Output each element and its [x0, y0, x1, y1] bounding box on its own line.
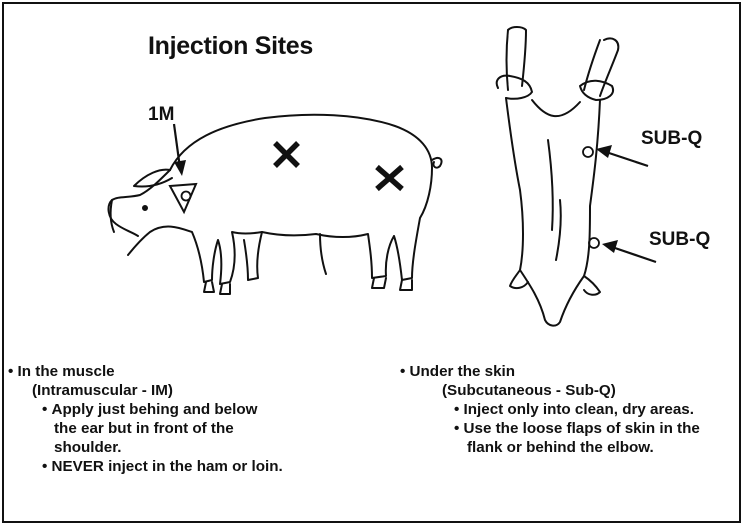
im-bullet-1-line-2: the ear but in front of the: [8, 419, 283, 438]
im-heading: In the muscle: [8, 362, 283, 381]
subq-site-marker-lower: [589, 238, 599, 248]
belly-view-illustration: [497, 27, 619, 326]
subq-bullet-2-line-1: Use the loose flaps of skin in the: [400, 419, 700, 438]
subq-arrow-head-lower: [602, 240, 618, 253]
im-subheading: (Intramuscular - IM): [8, 381, 283, 400]
subcutaneous-notes: Under the skin (Subcutaneous - Sub-Q) In…: [400, 362, 700, 457]
im-bullet-1-line-3: shoulder.: [8, 438, 283, 457]
intramuscular-notes: In the muscle (Intramuscular - IM) Apply…: [8, 362, 283, 476]
subq-label-upper: SUB-Q: [641, 128, 702, 150]
subq-label-lower: SUB-Q: [649, 229, 710, 251]
subq-arrow-head-upper: [596, 145, 612, 158]
im-arrow-head: [174, 160, 186, 176]
no-injection-x-mark: [275, 143, 298, 166]
subq-heading: Under the skin: [400, 362, 700, 381]
im-bullet-1-line-1: Apply just behing and below: [8, 400, 283, 419]
subq-bullet-2-line-2: flank or behind the elbow.: [400, 438, 700, 457]
subq-site-marker-upper: [583, 147, 593, 157]
no-injection-x-mark: [377, 167, 402, 189]
subq-bullet-1: Inject only into clean, dry areas.: [400, 400, 700, 419]
subq-subheading: (Subcutaneous - Sub-Q): [400, 381, 700, 400]
im-site-marker: [182, 192, 191, 201]
im-label: 1M: [148, 104, 174, 126]
pig-illustration: [109, 115, 442, 294]
im-bullet-2: NEVER inject in the ham or loin.: [8, 457, 283, 476]
